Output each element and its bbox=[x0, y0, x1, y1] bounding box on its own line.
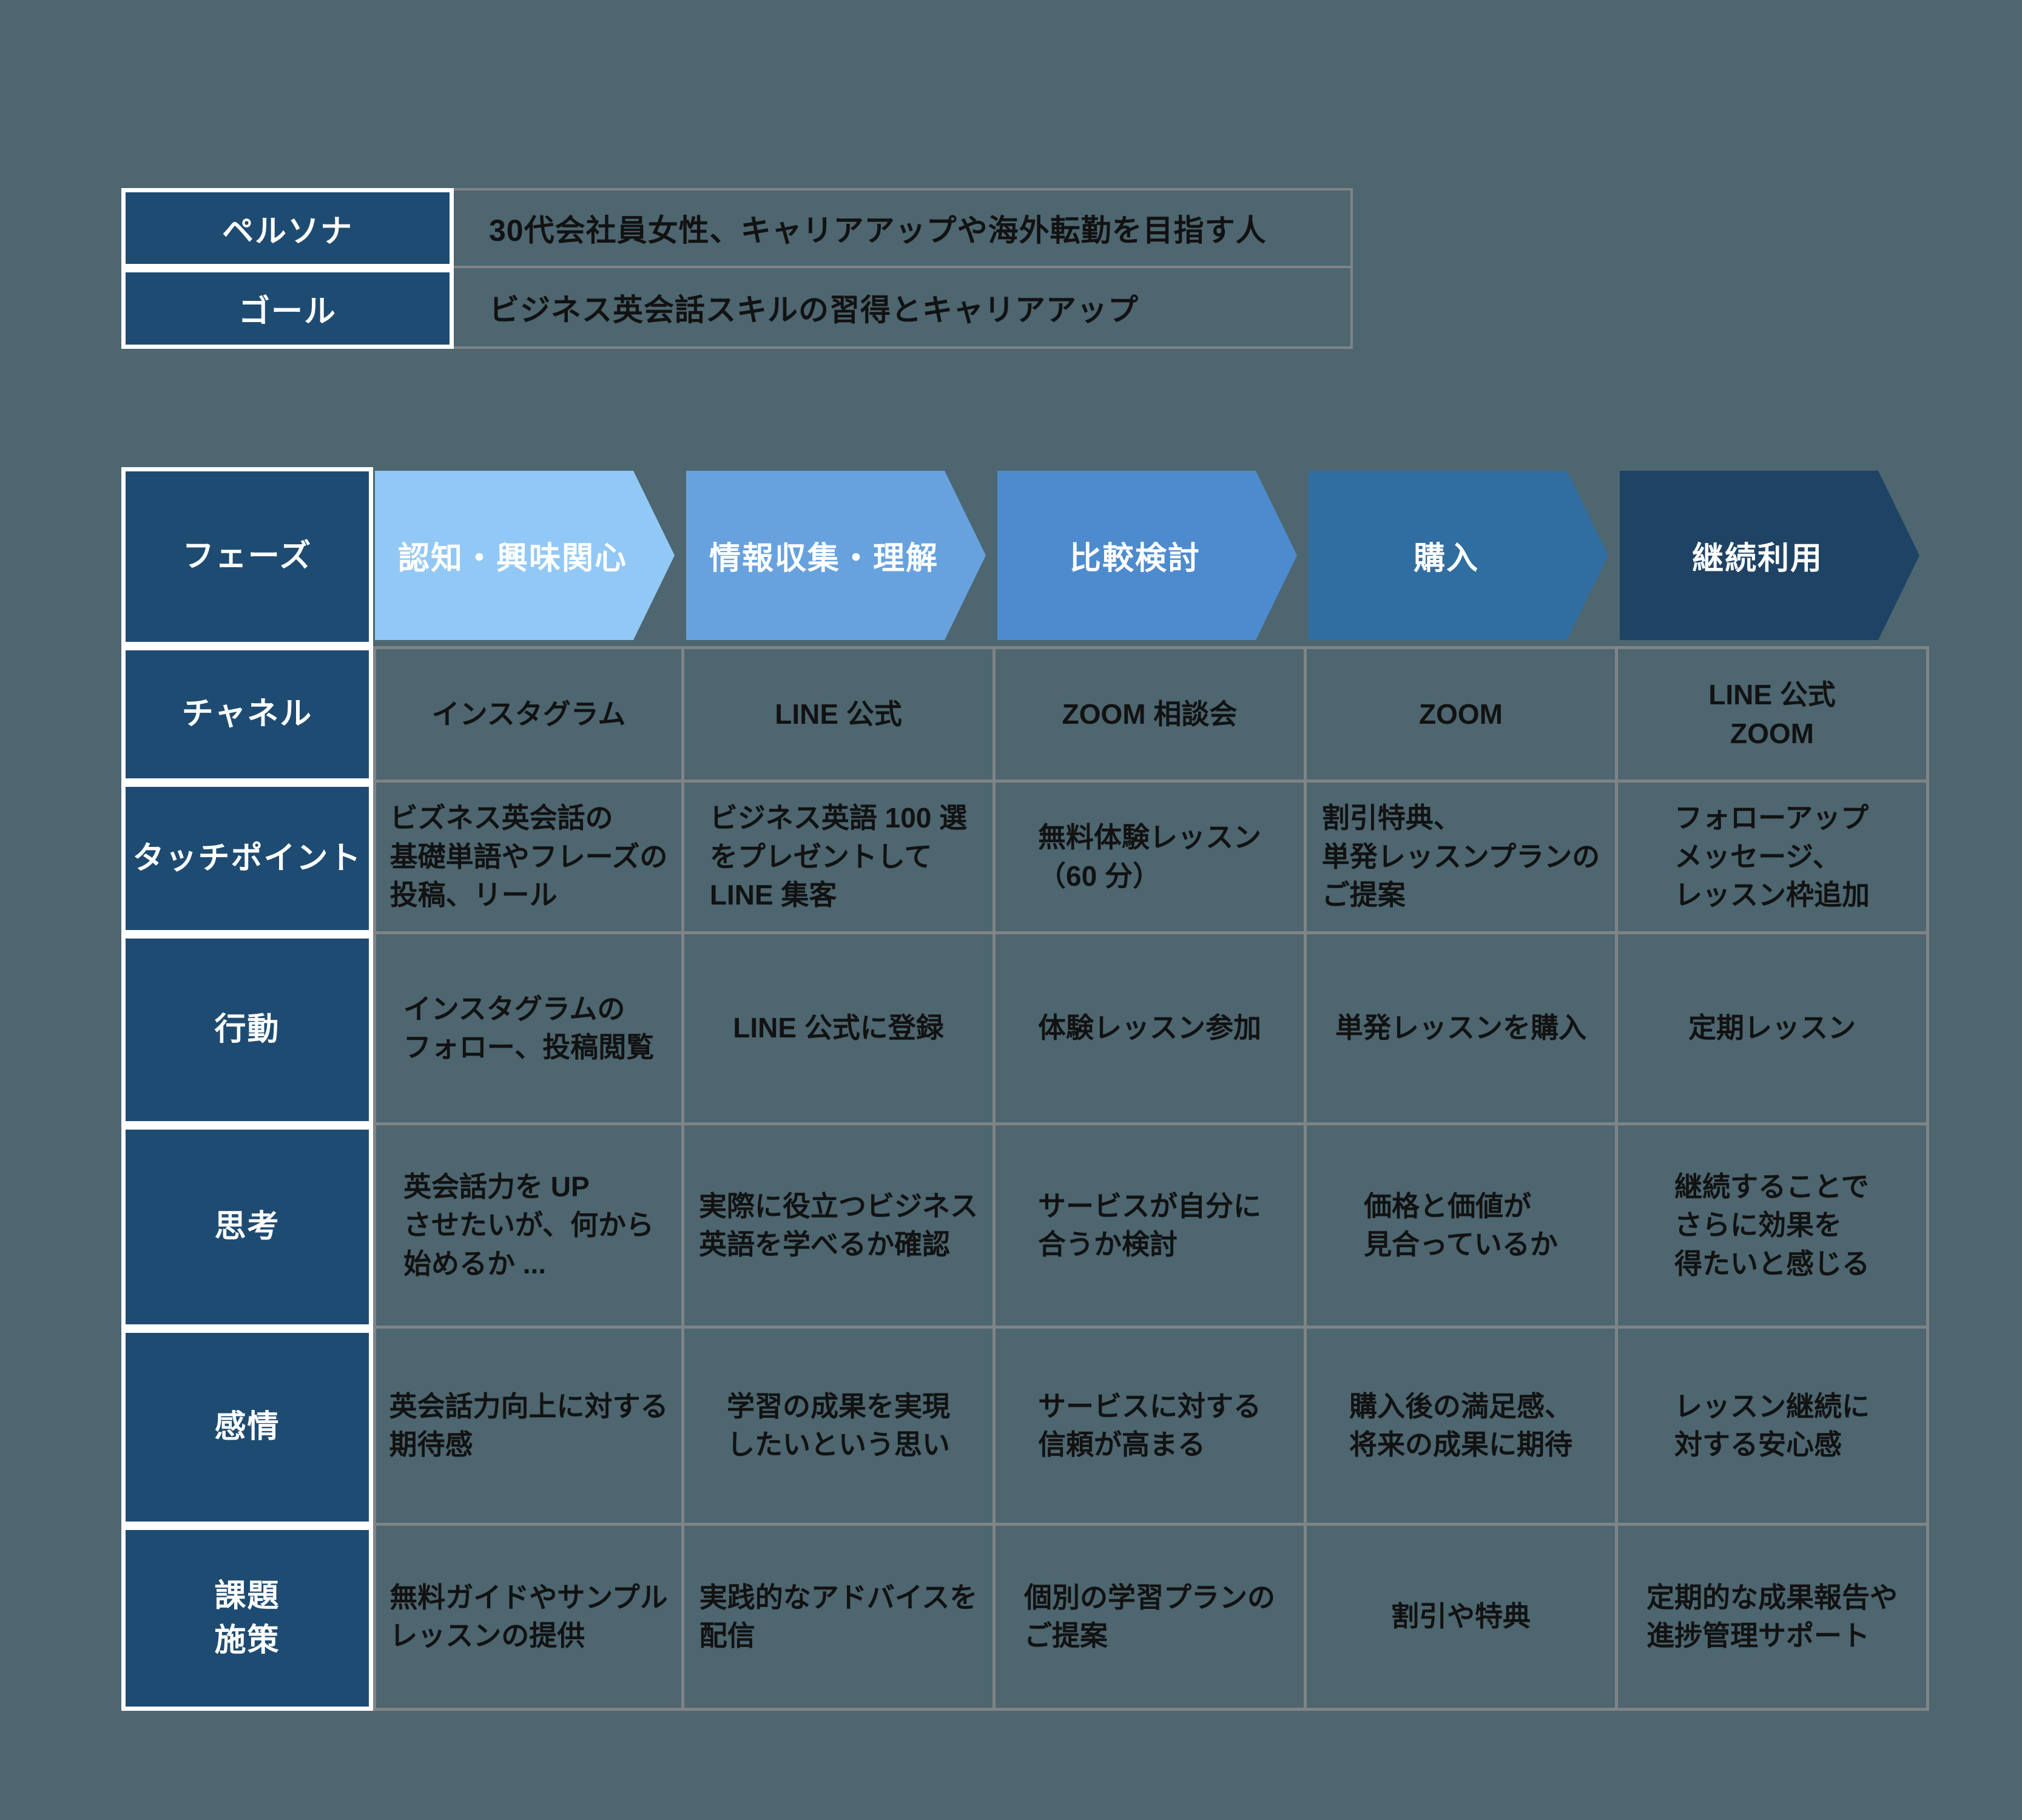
action-cell: 単発レッスンを購入 bbox=[1307, 934, 1618, 1125]
journey-table: フェーズ 認知・興味関心 情報収集・理解 比較検討 購入 継続利用 チャネル イ… bbox=[121, 467, 1929, 1711]
channel-cell: LINE 公式 ZOOM bbox=[1618, 646, 1929, 783]
phase-arrow-retention: 継続利用 bbox=[1620, 471, 1919, 640]
phase-arrow-awareness: 認知・興味関心 bbox=[375, 471, 675, 640]
thinking-cell: 英会話力を UP させたいが、何から 始めるか ... bbox=[373, 1125, 684, 1329]
channel-cell: ZOOM bbox=[1307, 646, 1618, 783]
info-table: ペルソナ 30代会社員女性、キャリアアップや海外転勤を目指す人 ゴール ビジネス… bbox=[121, 188, 1353, 349]
initiatives-cell: 個別の学習プランの ご提案 bbox=[996, 1526, 1307, 1711]
touchpoint-cell: ビズネス英会話の 基礎単語やフレーズの 投稿、リール bbox=[373, 783, 684, 934]
touchpoint-cell: 無料体験レッスン （60 分） bbox=[996, 783, 1307, 934]
persona-value: 30代会社員女性、キャリアアップや海外転勤を目指す人 bbox=[454, 188, 1353, 268]
action-cell: LINE 公式に登録 bbox=[684, 934, 996, 1125]
touchpoint-cell: フォローアップ メッセージ、 レッスン枠追加 bbox=[1618, 783, 1929, 934]
row-header-thinking: 思考 bbox=[121, 1125, 373, 1329]
phase-arrow-purchase: 購入 bbox=[1309, 471, 1608, 640]
initiatives-cell: 実践的なアドバイスを 配信 bbox=[684, 1526, 996, 1711]
action-cell: 体験レッスン参加 bbox=[996, 934, 1307, 1125]
goal-value: ビジネス英会話スキルの習得とキャリアアップ bbox=[454, 268, 1353, 349]
thinking-cell: 価格と価値が 見合っているか bbox=[1307, 1125, 1618, 1329]
emotion-cell: 学習の成果を実現 したいという思い bbox=[684, 1329, 996, 1526]
initiatives-cell: 無料ガイドやサンプル レッスンの提供 bbox=[373, 1526, 684, 1711]
emotion-cell: 購入後の満足感、 将来の成果に期待 bbox=[1307, 1329, 1618, 1526]
thinking-cell: 実際に役立つビジネス 英語を学べるか確認 bbox=[684, 1125, 996, 1329]
row-header-emotion: 感情 bbox=[121, 1329, 373, 1526]
touchpoint-cell: ビジネス英語 100 選 をプレゼントして LINE 集客 bbox=[684, 783, 996, 934]
emotion-cell: 英会話力向上に対する 期待感 bbox=[373, 1329, 684, 1526]
row-header-action: 行動 bbox=[121, 934, 373, 1125]
row-header-initiatives: 課題 施策 bbox=[121, 1526, 373, 1711]
touchpoint-cell: 割引特典、 単発レッスンプランの ご提案 bbox=[1307, 783, 1618, 934]
initiatives-cell: 割引や特典 bbox=[1307, 1526, 1618, 1711]
thinking-cell: 継続することで さらに効果を 得たいと感じる bbox=[1618, 1125, 1929, 1329]
channel-cell: LINE 公式 bbox=[684, 646, 996, 783]
row-header-touchpoint: タッチポイント bbox=[121, 783, 373, 934]
phase-cell: 比較検討 bbox=[996, 467, 1307, 646]
row-header-phase: フェーズ bbox=[121, 467, 373, 646]
phase-arrow-research: 情報収集・理解 bbox=[686, 471, 986, 640]
phase-cell: 継続利用 bbox=[1618, 467, 1929, 646]
phase-cell: 認知・興味関心 bbox=[373, 467, 684, 646]
phase-cell: 購入 bbox=[1307, 467, 1618, 646]
channel-cell: インスタグラム bbox=[373, 646, 684, 783]
phase-cell: 情報収集・理解 bbox=[684, 467, 996, 646]
action-cell: インスタグラムの フォロー、投稿閲覧 bbox=[373, 934, 684, 1125]
action-cell: 定期レッスン bbox=[1618, 934, 1929, 1125]
emotion-cell: サービスに対する 信頼が高まる bbox=[996, 1329, 1307, 1526]
initiatives-cell: 定期的な成果報告や 進捗管理サポート bbox=[1618, 1526, 1929, 1711]
persona-label: ペルソナ bbox=[121, 188, 454, 268]
channel-cell: ZOOM 相談会 bbox=[996, 646, 1307, 783]
goal-label: ゴール bbox=[121, 268, 454, 349]
emotion-cell: レッスン継続に 対する安心感 bbox=[1618, 1329, 1929, 1526]
phase-arrow-comparison: 比較検討 bbox=[997, 471, 1297, 640]
thinking-cell: サービスが自分に 合うか検討 bbox=[996, 1125, 1307, 1329]
row-header-channel: チャネル bbox=[121, 646, 373, 783]
